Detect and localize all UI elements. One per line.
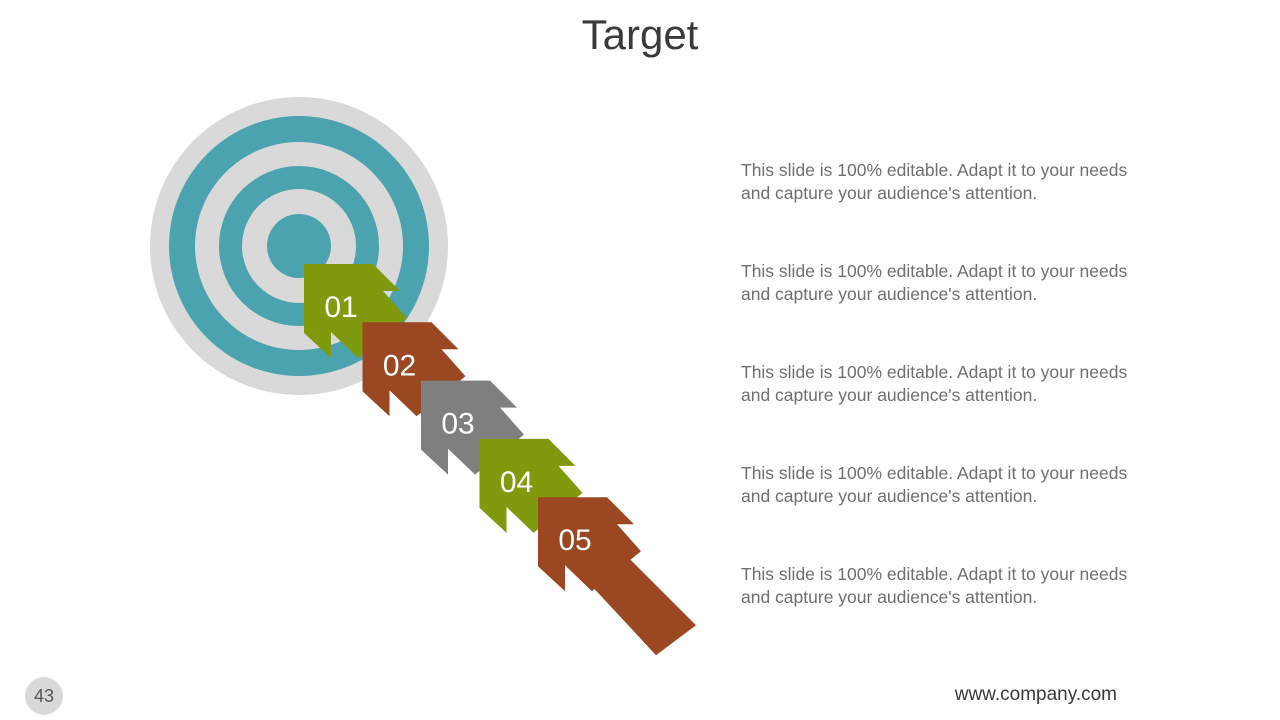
- step-text-4: This slide is 100% editable. Adapt it to…: [741, 463, 1128, 506]
- arrow-head-5: [538, 497, 641, 592]
- arrow-number-3: 03: [441, 408, 474, 441]
- arrow-number-5: 05: [558, 524, 591, 557]
- footer-url: www.company.com: [954, 684, 1117, 705]
- slide-title: Target: [581, 11, 699, 58]
- target-bullseye: [267, 214, 331, 278]
- step-text-2: This slide is 100% editable. Adapt it to…: [741, 261, 1128, 304]
- step-text-1: This slide is 100% editable. Adapt it to…: [741, 160, 1128, 203]
- arrow-number-2: 02: [383, 349, 416, 382]
- arrow-number-4: 04: [500, 466, 533, 499]
- step-text-5: This slide is 100% editable. Adapt it to…: [741, 564, 1128, 607]
- arrow-steps: 01 02 03 04 05: [304, 264, 696, 656]
- arrow-step-5: 05: [538, 497, 641, 592]
- arrow-number-1: 01: [324, 291, 357, 324]
- page-number-badge: 43: [25, 677, 63, 715]
- step-text-3: This slide is 100% editable. Adapt it to…: [741, 362, 1128, 405]
